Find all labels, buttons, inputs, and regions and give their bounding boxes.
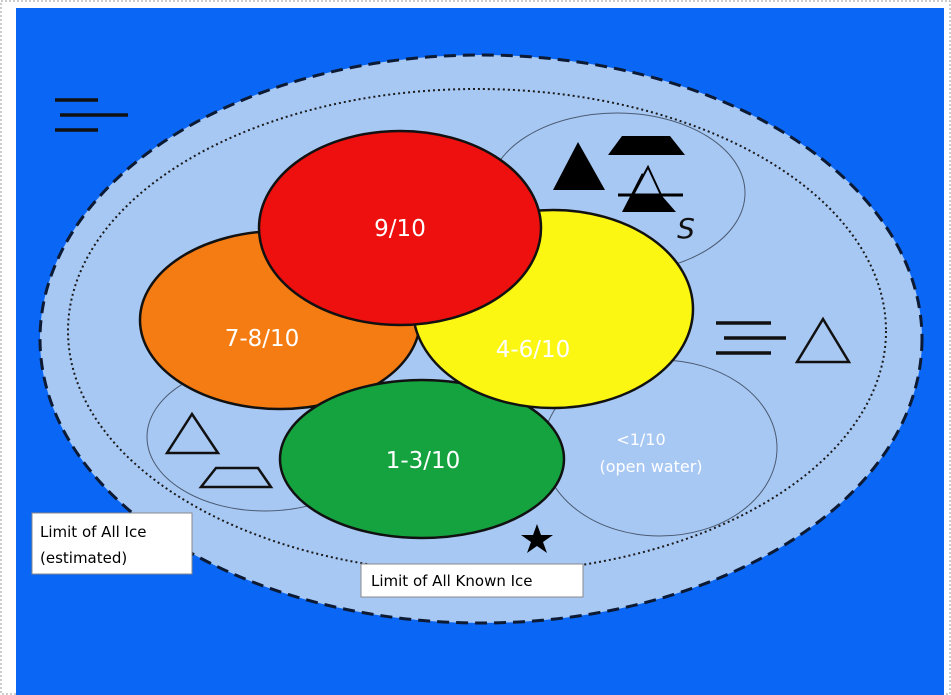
outline-trapezoid-icon — [198, 466, 274, 489]
strips-letter: S — [677, 212, 695, 245]
limit-all-ice-line2: (estimated) — [40, 549, 127, 567]
label-4-6-tenths: 4-6/10 — [496, 337, 571, 363]
crossed-triangle-icon — [618, 164, 683, 212]
filled-trapezoid-icon — [608, 136, 685, 155]
limit-all-ice-line1: Limit of All Ice — [40, 523, 146, 541]
filled-triangle-icon — [553, 142, 605, 190]
limit-known-ice-box: Limit of All Known Ice — [360, 563, 584, 598]
label-9-tenths: 9/10 — [374, 216, 426, 242]
limit-all-ice-box: Limit of All Ice (estimated) — [31, 512, 193, 575]
right-three-lines-icon — [716, 321, 786, 355]
outline-triangle-icon — [794, 316, 852, 364]
three-lines-icon — [55, 98, 128, 132]
region-1-3-tenths — [278, 378, 566, 540]
limit-known-ice-ellipse — [67, 88, 887, 574]
limit-known-ice-label: Limit of All Known Ice — [371, 572, 533, 590]
label-open-water-value: <1/10 — [616, 430, 665, 449]
star-icon — [521, 524, 553, 553]
left-outline-triangle-icon — [164, 411, 221, 455]
label-7-8-tenths: 7-8/10 — [225, 326, 300, 352]
label-1-3-tenths: 1-3/10 — [386, 448, 461, 474]
region-9-tenths — [257, 129, 543, 327]
label-open-water-caption: (open water) — [599, 457, 702, 476]
